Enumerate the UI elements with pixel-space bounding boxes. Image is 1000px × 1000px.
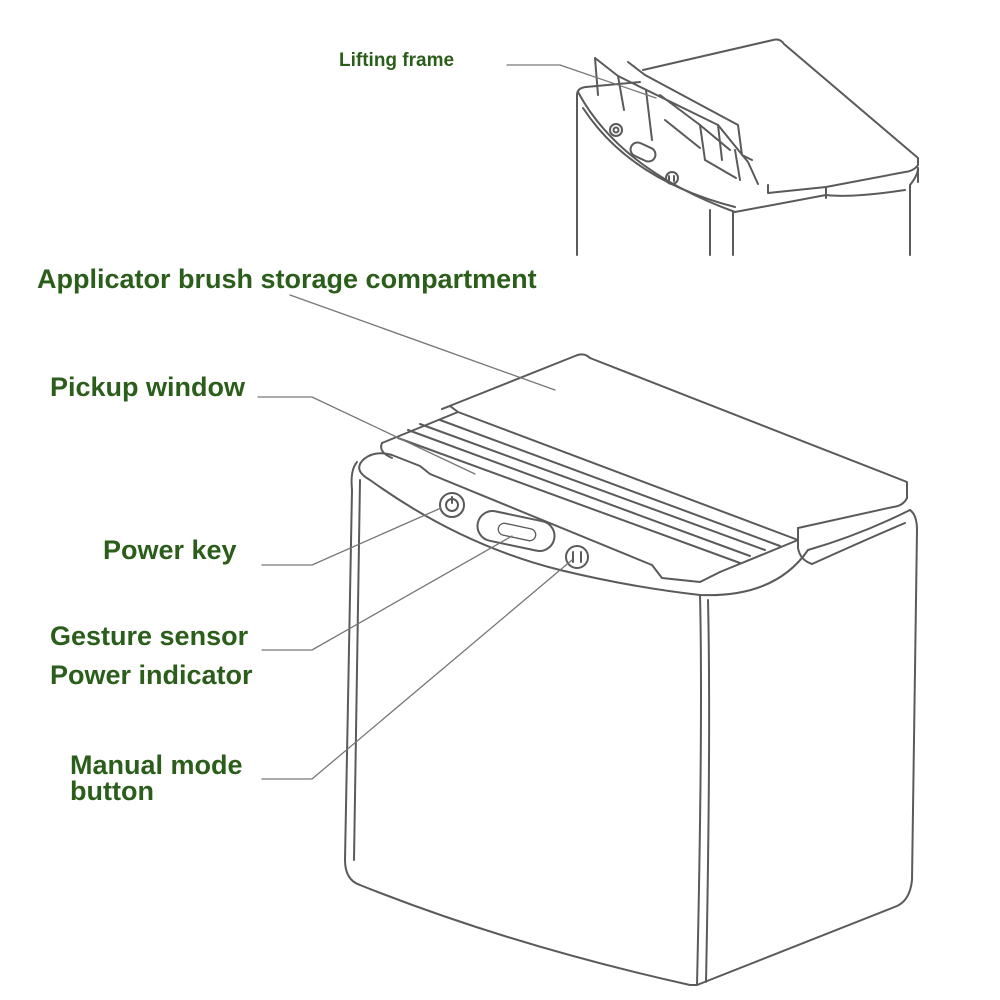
label-pickup-window: Pickup window bbox=[50, 372, 246, 402]
label-manual-mode-button: Manual mode button bbox=[70, 750, 243, 806]
inset-gesture-window bbox=[629, 141, 657, 163]
leader-applicator bbox=[289, 294, 556, 391]
label-applicator-brush-storage: Applicator brush storage compartment bbox=[37, 264, 537, 294]
label-power-indicator: Power indicator bbox=[50, 660, 253, 690]
lifting-frame bbox=[594, 57, 759, 185]
storage-lid bbox=[441, 353, 908, 529]
console-panel bbox=[363, 452, 721, 583]
manual-mode-button-icon bbox=[565, 545, 589, 569]
label-power-key: Power key bbox=[103, 535, 237, 565]
leader-lifting-frame bbox=[506, 64, 657, 99]
power-key-button bbox=[439, 492, 465, 518]
label-manual-mode-line2: button bbox=[70, 776, 154, 806]
leader-power-key bbox=[261, 507, 442, 566]
inset-manual-button bbox=[665, 171, 679, 185]
device-front-face bbox=[344, 489, 691, 986]
leader-gesture bbox=[261, 535, 513, 651]
label-manual-mode-line1: Manual mode bbox=[70, 750, 243, 780]
main-device bbox=[344, 353, 918, 986]
leader-manual bbox=[261, 559, 573, 780]
label-lifting-frame: Lifting frame bbox=[339, 50, 455, 71]
gesture-sensor-window bbox=[476, 510, 556, 552]
label-gesture-sensor: Gesture sensor bbox=[50, 621, 249, 651]
leader-pickup bbox=[257, 396, 476, 475]
leader-lines bbox=[257, 64, 657, 780]
inset-device bbox=[576, 38, 919, 256]
inset-power-button bbox=[609, 123, 623, 137]
